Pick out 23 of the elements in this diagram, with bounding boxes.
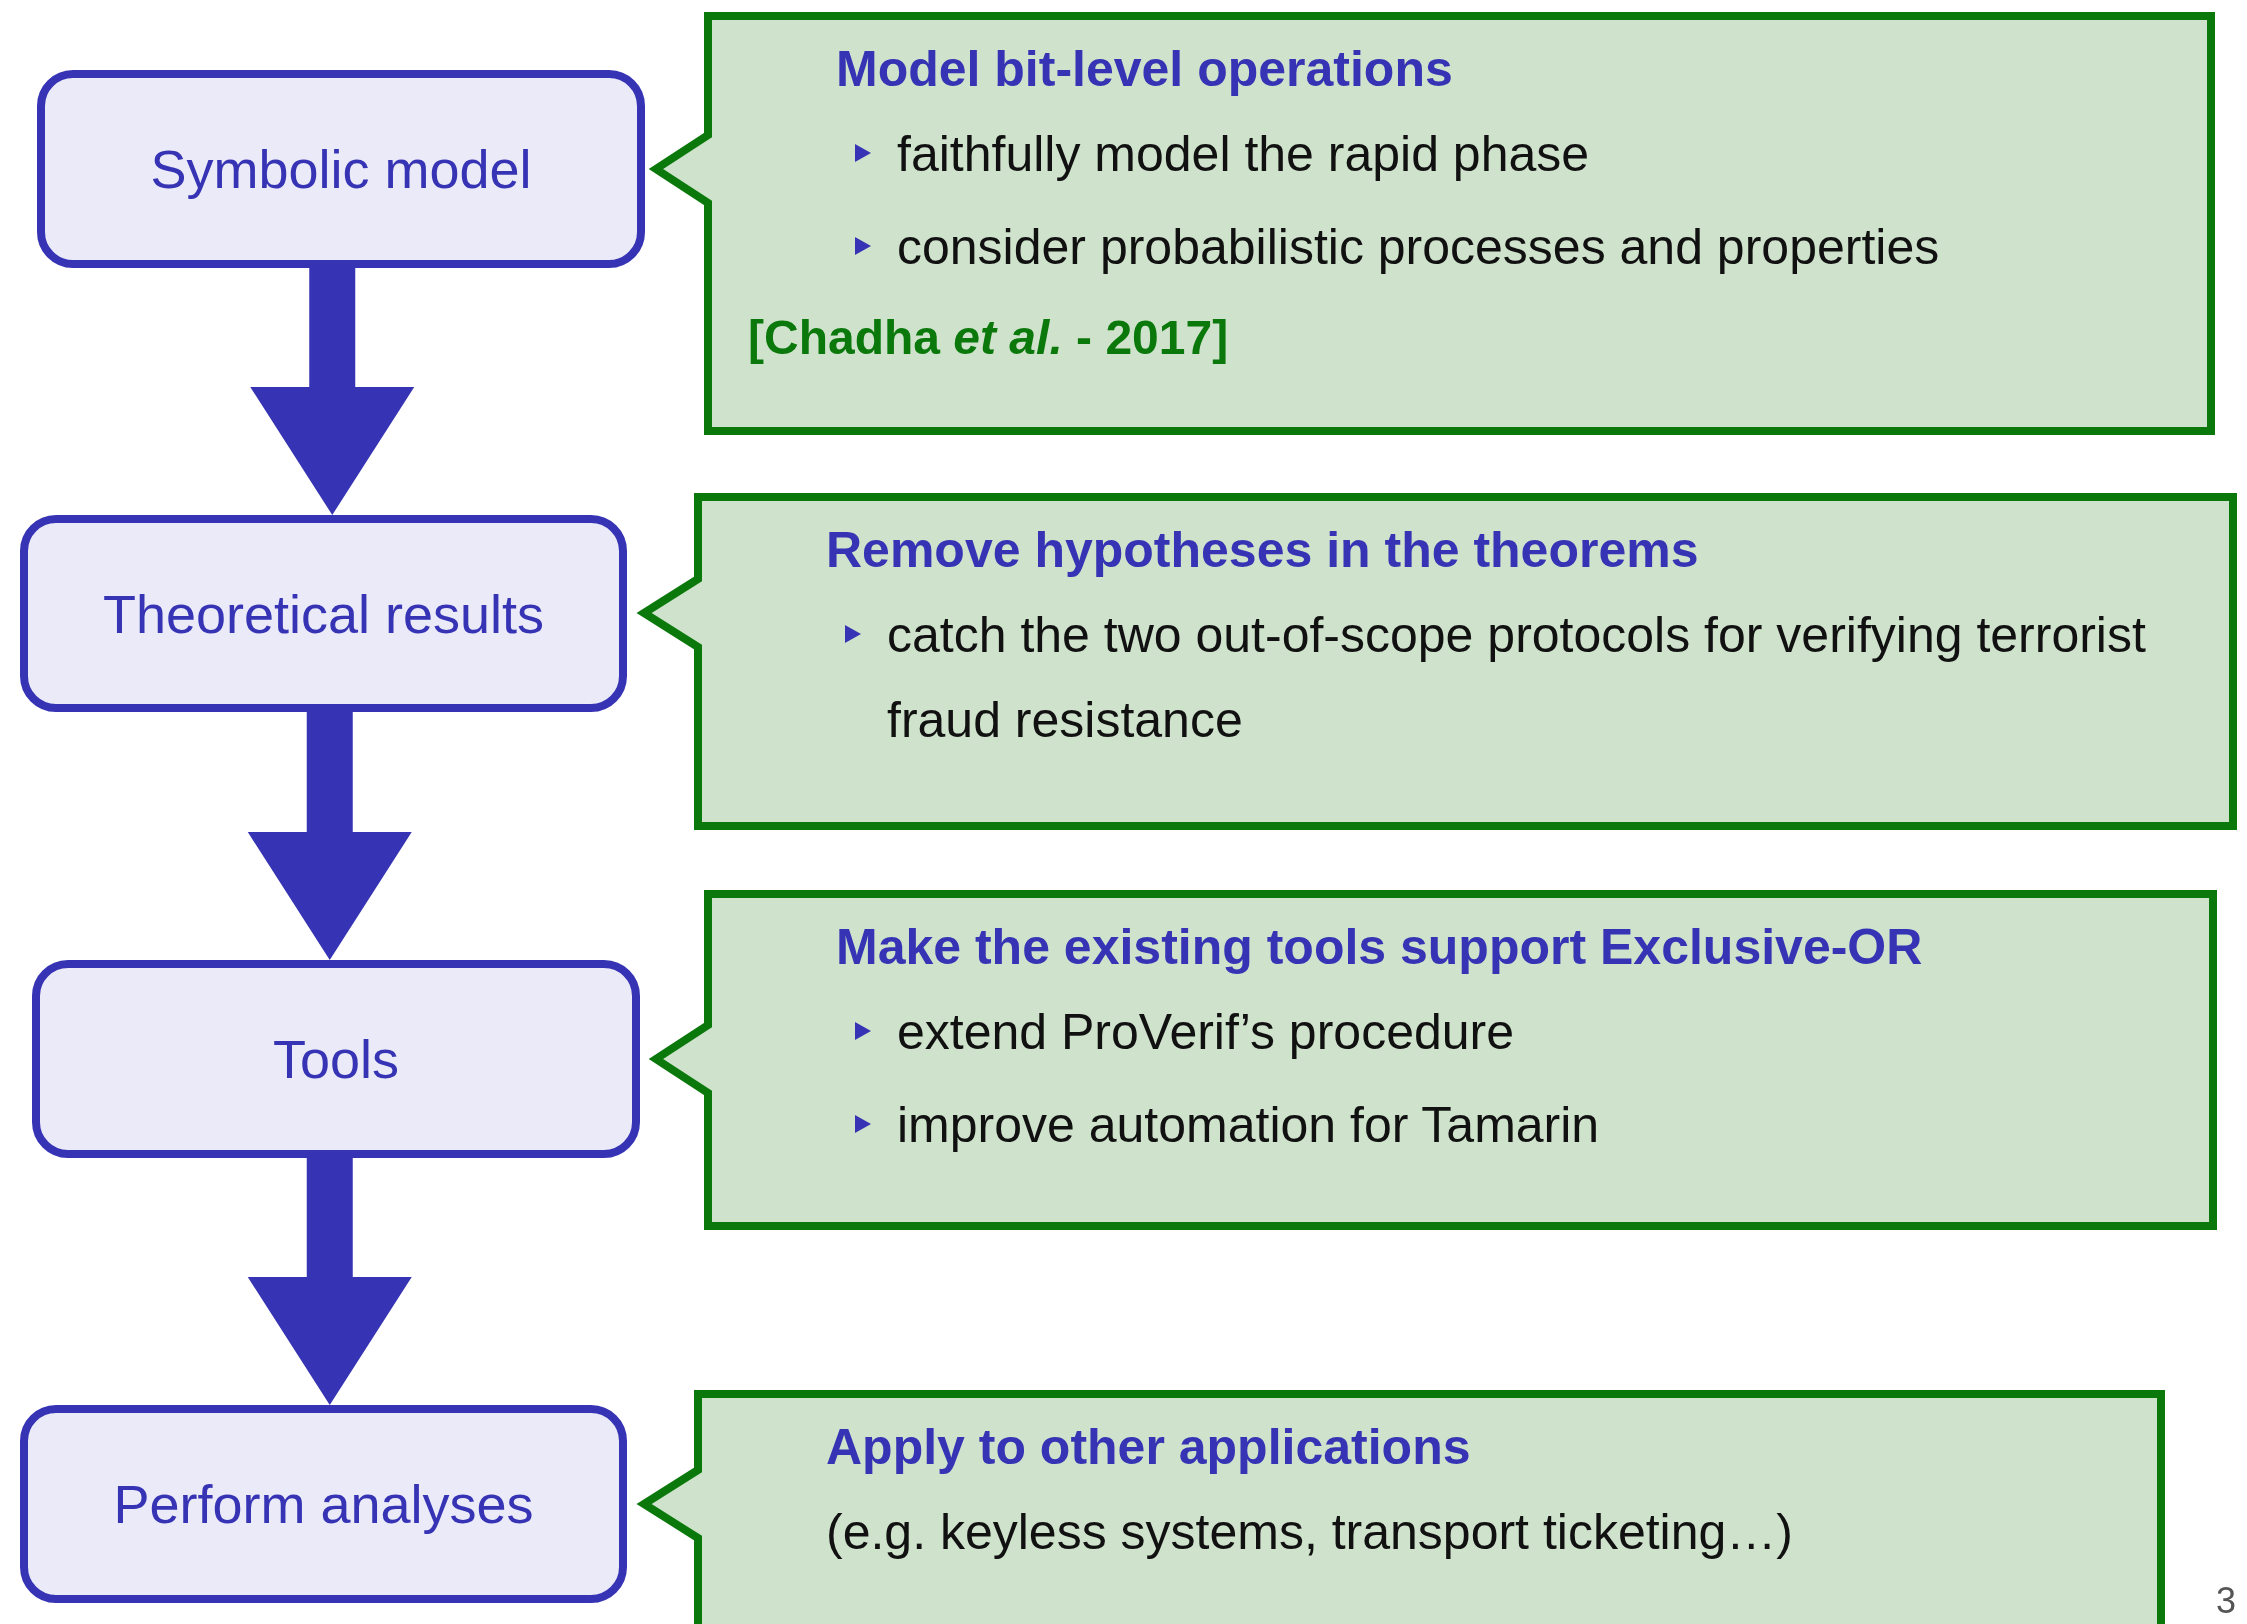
step-label: Symbolic model <box>150 138 532 200</box>
step-label: Theoretical results <box>102 582 545 645</box>
process-box <box>32 960 640 1158</box>
citation: [Chadha et al. - 2017] <box>748 310 1230 366</box>
callout-heading: Apply to other applications <box>826 1418 1472 1477</box>
bullet-text: catch the two out-of-scope protocols for verifying terrorist fraud resistance <box>887 606 2147 750</box>
callout-text: (e.g. keyless systems, transport ticketing…) <box>826 1503 1794 1562</box>
process-box <box>37 70 645 268</box>
down-arrow <box>247 1158 412 1405</box>
bullet-text: extend ProVerif’s procedure <box>897 1003 1515 1062</box>
callout-heading: Model bit-level operations <box>836 40 1454 99</box>
step-label: Perform analyses <box>113 1473 534 1535</box>
process-box <box>20 515 627 712</box>
bullet-text: improve automation for Tamarin <box>897 1096 1600 1155</box>
bullet-text: faithfully model the rapid phase <box>897 125 1590 184</box>
process-box <box>20 1405 627 1603</box>
callout-heading: Make the existing tools support Exclusive-OR <box>836 918 1924 977</box>
callout-heading: Remove hypotheses in the theorems <box>826 521 1700 580</box>
down-arrow <box>250 268 415 515</box>
step-label: Tools <box>272 1028 400 1090</box>
down-arrow <box>247 712 412 960</box>
bullet-text: consider probabilistic processes and properties <box>897 218 1940 277</box>
page-number: 3 <box>2216 1580 2237 1622</box>
